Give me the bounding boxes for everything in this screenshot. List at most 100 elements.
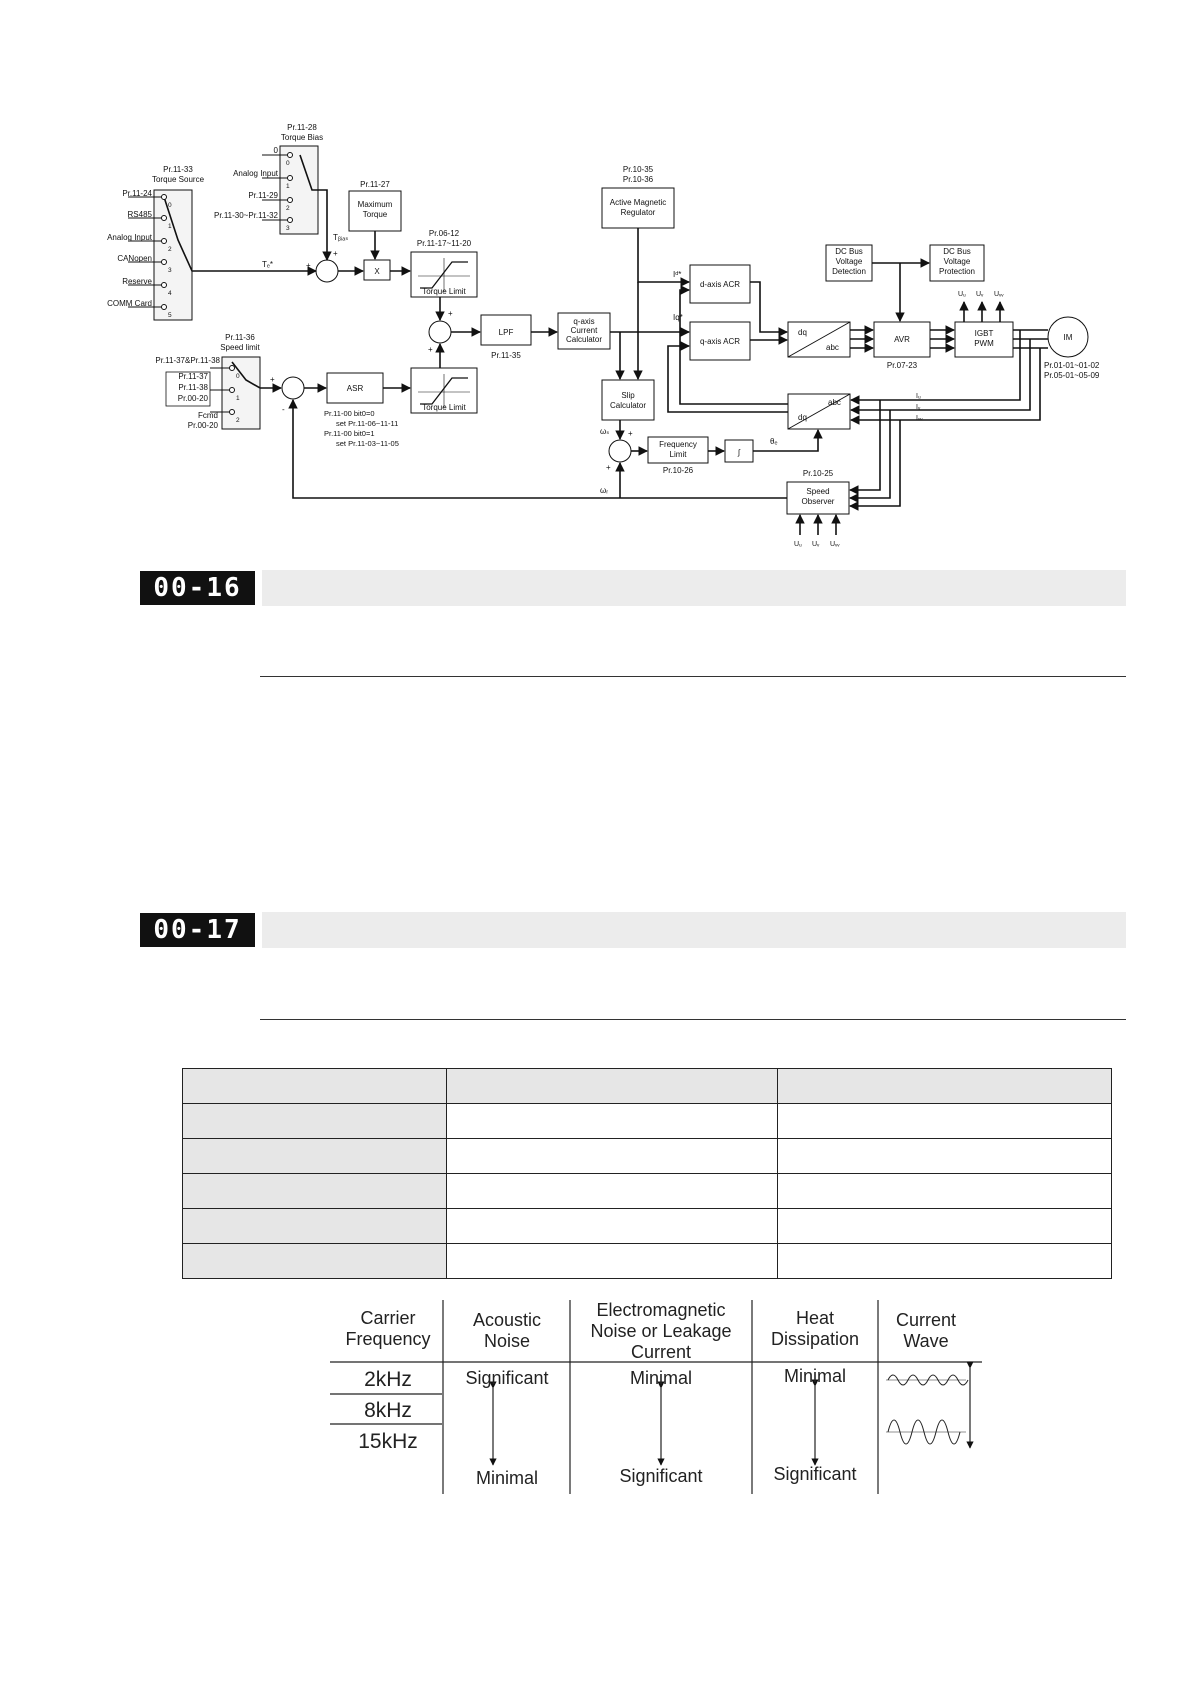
table-header-cell bbox=[445, 1068, 779, 1104]
table-cell bbox=[777, 1138, 1112, 1174]
svg-text:-: - bbox=[282, 405, 285, 414]
divider-00-16 bbox=[260, 676, 1126, 677]
svg-text:Reserve: Reserve bbox=[122, 277, 152, 286]
table-cell bbox=[182, 1208, 447, 1244]
torque-source-inputs: Pr.11-24 RS485 Analog Input CANopen Rese… bbox=[107, 189, 153, 308]
svg-text:Pr.00-20: Pr.00-20 bbox=[188, 421, 219, 430]
svg-text:Uᵥᵥ: Uᵥᵥ bbox=[830, 541, 840, 548]
torque-bias-inputs: 0 Analog Input Pr.11-29 Pr.11-30~Pr.11-3… bbox=[214, 146, 279, 220]
table-header-cell bbox=[182, 1068, 447, 1104]
divider-00-17 bbox=[260, 1019, 1126, 1020]
svg-text:+: + bbox=[270, 375, 275, 384]
svg-text:3: 3 bbox=[168, 267, 172, 274]
heat-top: Minimal bbox=[784, 1366, 846, 1386]
svg-text:+: + bbox=[606, 463, 611, 472]
svg-text:2: 2 bbox=[168, 246, 172, 253]
table-cell bbox=[445, 1138, 779, 1174]
param-code-00-16: 00-16 bbox=[140, 571, 255, 605]
avr-label: AVR bbox=[894, 335, 910, 344]
omega-r-label: ωᵣ bbox=[600, 486, 608, 495]
iq-label: Iq* bbox=[673, 313, 683, 322]
q-axis-current-calculator bbox=[557, 312, 611, 350]
table-row bbox=[182, 1243, 1112, 1279]
theta-label: θₑ bbox=[770, 437, 777, 446]
table-cell bbox=[445, 1103, 779, 1139]
table-cell bbox=[182, 1138, 447, 1174]
slip-calculator bbox=[601, 379, 655, 421]
svg-text:0: 0 bbox=[286, 160, 290, 167]
svg-text:+: + bbox=[428, 345, 433, 354]
param-code-text: 00-17 bbox=[153, 915, 242, 945]
q-axis-acr-label: q-axis ACR bbox=[700, 337, 740, 346]
svg-text:Uᵤ: Uᵤ bbox=[794, 541, 802, 548]
svg-text:abc: abc bbox=[828, 398, 841, 407]
svg-text:Pr.11-29: Pr.11-29 bbox=[248, 191, 278, 200]
em-bottom: Significant bbox=[619, 1466, 702, 1486]
t-bias-label: Tᵦᵢₐₛ bbox=[333, 233, 348, 242]
torque-limit-label-top: Torque Limit bbox=[422, 287, 466, 296]
table-row bbox=[182, 1173, 1112, 1209]
svg-text:Iᵥ: Iᵥ bbox=[916, 404, 921, 411]
max-torque-param: Pr.11-27 bbox=[360, 180, 390, 189]
svg-text:0: 0 bbox=[274, 146, 279, 155]
lpf-param: Pr.11-35 bbox=[491, 351, 521, 360]
svg-text:Analog Input: Analog Input bbox=[107, 233, 153, 242]
svg-text:+: + bbox=[448, 309, 453, 318]
svg-text:0: 0 bbox=[168, 202, 172, 209]
u-labels-bottom: Uᵤ Uᵥ Uᵥᵥ bbox=[794, 541, 840, 548]
svg-text:Pr.11-37&Pr.11-38: Pr.11-37&Pr.11-38 bbox=[155, 356, 220, 365]
freq-8khz: 8kHz bbox=[364, 1399, 412, 1422]
torque-limit-label-bottom: Torque Limit bbox=[422, 403, 466, 412]
torque-source-numbers: 012 345 bbox=[168, 202, 172, 319]
d-axis-acr-label: d-axis ACR bbox=[700, 280, 740, 289]
t-ref-label: Tₑ* bbox=[262, 260, 273, 269]
active-magnetic-regulator bbox=[601, 187, 675, 229]
table-cell bbox=[445, 1208, 779, 1244]
svg-text:+: + bbox=[333, 249, 338, 258]
svg-text:dq: dq bbox=[798, 328, 807, 337]
acoustic-bottom: Minimal bbox=[476, 1468, 538, 1488]
param-title-bar-00-17 bbox=[262, 912, 1126, 948]
avr-param: Pr.07-23 bbox=[887, 361, 918, 370]
param-code-00-17: 00-17 bbox=[140, 913, 255, 947]
asr-block bbox=[326, 372, 384, 404]
svg-text:0: 0 bbox=[236, 373, 240, 380]
frequency-limit-block bbox=[647, 436, 709, 464]
svg-text:Pr.11-24: Pr.11-24 bbox=[122, 189, 152, 198]
integral-symbol: ∫ bbox=[737, 448, 741, 457]
svg-text:Uᵥ: Uᵥ bbox=[812, 541, 820, 548]
lpf-label: LPF bbox=[499, 328, 514, 337]
svg-text:Pr.11-30~Pr.11-32: Pr.11-30~Pr.11-32 bbox=[214, 211, 279, 220]
freq-limit-param: Pr.10-26 bbox=[663, 466, 694, 475]
acoustic-top: Significant bbox=[465, 1368, 548, 1388]
svg-text:Iᵤ: Iᵤ bbox=[916, 393, 921, 400]
svg-text:CANopen: CANopen bbox=[117, 254, 152, 263]
svg-text:1: 1 bbox=[168, 223, 172, 230]
table-cell bbox=[445, 1173, 779, 1209]
table-row bbox=[182, 1208, 1112, 1244]
torque-merge-junction bbox=[428, 320, 452, 344]
svg-text:Iᵥᵥ: Iᵥᵥ bbox=[916, 415, 923, 422]
svg-text:1: 1 bbox=[236, 395, 240, 402]
svg-text:3: 3 bbox=[286, 225, 290, 232]
svg-text:Analog Input: Analog Input bbox=[233, 169, 279, 178]
svg-text:Uᵥᵥ: Uᵥᵥ bbox=[994, 291, 1004, 298]
table-header-cell bbox=[777, 1068, 1112, 1104]
speed-sum-junction bbox=[281, 376, 305, 400]
multiply-block bbox=[363, 259, 391, 281]
table-row bbox=[182, 1103, 1112, 1139]
